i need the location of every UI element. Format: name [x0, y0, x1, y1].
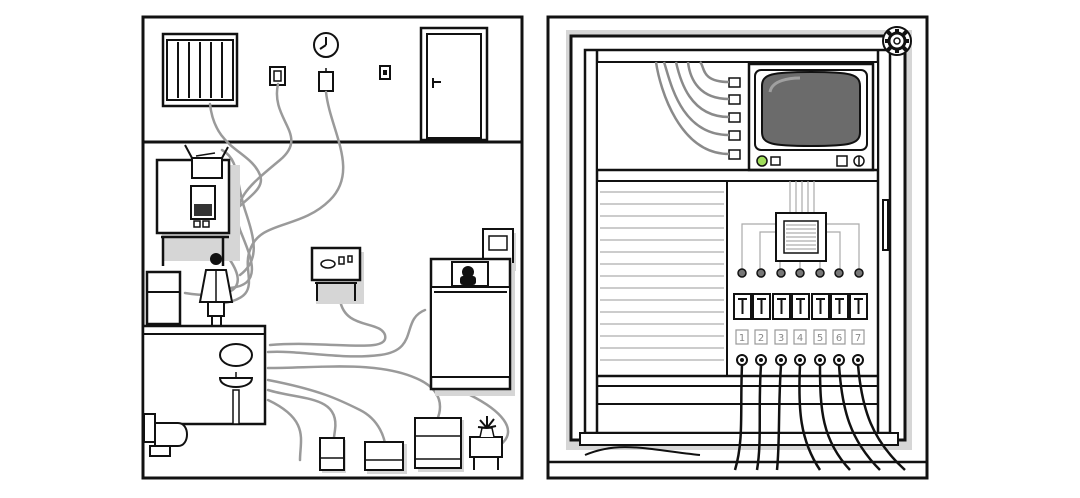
- switch-number-labels: 1 2 3 4 5 6 7: [735, 329, 865, 345]
- player-character[interactable]: [198, 253, 234, 326]
- box-1[interactable]: [319, 437, 346, 473]
- switch-label-5: 5: [817, 333, 823, 344]
- switch-label-6: 6: [836, 333, 842, 344]
- bathroom-wall: [141, 324, 267, 426]
- monitor-button[interactable]: [836, 155, 848, 167]
- gear-icon[interactable]: [882, 26, 912, 56]
- switch-6[interactable]: [830, 293, 849, 320]
- switch-1[interactable]: [733, 293, 752, 320]
- switch-label-3: 3: [778, 333, 784, 344]
- switch-3[interactable]: [772, 293, 791, 320]
- toilet[interactable]: [143, 413, 188, 457]
- switch-label-7: 7: [855, 333, 861, 344]
- switch-2[interactable]: [752, 293, 771, 320]
- control-cabinet: 1 2 3 4 5 6 7: [546, 15, 929, 480]
- switch-5[interactable]: [811, 293, 830, 320]
- vent-panel: [596, 180, 728, 377]
- switch-4[interactable]: [791, 293, 810, 320]
- switch-label-1: 1: [739, 333, 745, 344]
- switch-label-4: 4: [797, 333, 803, 344]
- cardboard-box[interactable]: [184, 144, 229, 179]
- indicator-lights: [737, 268, 864, 278]
- plant[interactable]: [469, 416, 503, 470]
- wall-switch-2-toggle: [383, 70, 387, 75]
- door[interactable]: [419, 26, 489, 142]
- small-table[interactable]: [310, 246, 364, 304]
- box-2[interactable]: [364, 441, 407, 474]
- switch-label-2: 2: [758, 333, 764, 344]
- jack-cables: [733, 364, 906, 471]
- wall-panel[interactable]: [318, 71, 334, 92]
- bed[interactable]: [429, 257, 515, 396]
- wall-switch-1-plate: [273, 70, 282, 82]
- room-map: [141, 15, 524, 480]
- monitor-cables: [654, 61, 730, 156]
- monitor-ports: [728, 77, 741, 160]
- clock-icon[interactable]: [313, 32, 339, 58]
- washing-machine[interactable]: [414, 417, 464, 472]
- cabinet-handle[interactable]: [882, 199, 889, 251]
- output-jacks[interactable]: [736, 354, 864, 366]
- processor-chip[interactable]: [775, 212, 827, 262]
- window[interactable]: [161, 32, 239, 108]
- bathroom-sink[interactable]: [218, 343, 254, 425]
- monitor[interactable]: [747, 62, 875, 172]
- cabinet-left[interactable]: [145, 270, 182, 327]
- switch-7[interactable]: [849, 293, 868, 320]
- monitor-led: [756, 155, 768, 167]
